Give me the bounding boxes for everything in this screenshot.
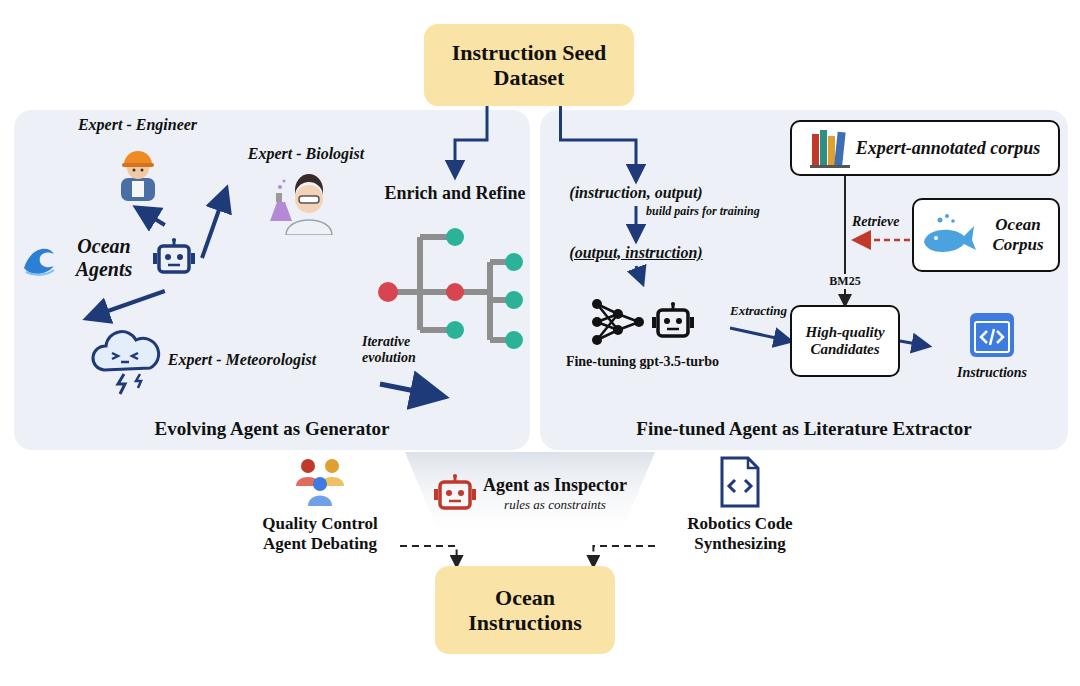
text-group: (instruction, output) bbox=[569, 184, 702, 202]
flow-arrow bbox=[593, 546, 655, 566]
biologist-expert: Expert - Biologist bbox=[226, 132, 386, 248]
icon bbox=[22, 238, 56, 278]
icon bbox=[270, 169, 342, 235]
evolution-arrow bbox=[380, 384, 440, 396]
edge-label: BM25 bbox=[827, 274, 862, 289]
edge-label: Extracting bbox=[730, 304, 787, 318]
debate-step: Quality Control Agent Debating bbox=[240, 450, 400, 559]
node-text: Instructions bbox=[957, 365, 1027, 381]
text-group: Quality Control Agent Debating bbox=[246, 514, 394, 553]
corpus-box: Ocean Corpus bbox=[912, 198, 1060, 272]
text-group: Expert - Biologist bbox=[248, 145, 364, 163]
pair-text: (output, instruction) bbox=[562, 240, 710, 266]
text-group: Enrich and Refine bbox=[384, 183, 525, 204]
text-group: Fine-tuned Agent as Literature Extractor bbox=[636, 418, 971, 440]
node-text: Expert - Meteorologist bbox=[168, 351, 316, 369]
retrieve-arrow bbox=[856, 239, 910, 242]
node-text: Quality Control Agent Debating bbox=[246, 514, 394, 553]
enrich-refine-title: Enrich and Refine bbox=[380, 176, 530, 210]
text-group: Instruction Seed Dataset bbox=[430, 40, 628, 91]
node-text: (output, instruction) bbox=[569, 244, 702, 262]
code-step: Robotics Code Synthesizing bbox=[655, 450, 825, 559]
icon bbox=[108, 140, 168, 202]
node-text: Expert-annotated corpus bbox=[856, 138, 1041, 159]
text-group: Ocean Corpus bbox=[984, 215, 1052, 254]
node-text: Enrich and Refine bbox=[384, 183, 525, 204]
node-text: (instruction, output) bbox=[569, 184, 702, 202]
tree-figure bbox=[378, 228, 523, 349]
generator-panel: Evolving Agent as GeneratorOcean AgentsE… bbox=[14, 110, 530, 450]
flow-arrow bbox=[635, 206, 638, 240]
node-text: Expert - Engineer bbox=[78, 116, 197, 134]
flow-arrow bbox=[88, 291, 165, 318]
node-text: Ocean Corpus bbox=[984, 215, 1052, 254]
node-text: Instruction Seed Dataset bbox=[430, 40, 628, 91]
note-label: Iterative evolution bbox=[362, 334, 442, 366]
corpus-box: Expert-annotated corpus bbox=[790, 120, 1060, 176]
extractor-panel: Fine-tuned Agent as Literature Extractor… bbox=[540, 110, 1068, 450]
icon bbox=[290, 456, 350, 508]
node-text: Fine-tuning gpt-3.5-turbo bbox=[566, 354, 719, 370]
text-group: Ocean Agents bbox=[62, 235, 146, 281]
node-text: Agent as Inspector bbox=[483, 475, 627, 496]
icon bbox=[152, 238, 196, 278]
icon bbox=[920, 212, 978, 258]
text-group: Expert - Engineer bbox=[78, 116, 197, 134]
text-group: High-quality Candidates bbox=[798, 324, 892, 359]
retrieve-label: Retrieve bbox=[852, 214, 912, 230]
icon bbox=[718, 456, 762, 508]
icon bbox=[591, 296, 695, 348]
pair-text: (instruction, output) bbox=[562, 180, 710, 206]
panel-ground bbox=[14, 110, 530, 450]
node-text: Fine-tuned Agent as Literature Extractor bbox=[636, 418, 971, 440]
text-group: (output, instruction) bbox=[569, 244, 702, 262]
flow-arrow bbox=[561, 106, 637, 180]
text-group: Robotics Code Synthesizing bbox=[661, 514, 819, 553]
node-text: Evolving Agent as Generator bbox=[155, 418, 390, 440]
node-text: Ocean Agents bbox=[62, 235, 146, 281]
flow-arrow bbox=[138, 208, 165, 225]
panel-ground bbox=[540, 110, 1068, 450]
edge-label: build pairs for training bbox=[646, 205, 760, 218]
node-text: Robotics Code Synthesizing bbox=[661, 514, 819, 553]
text-group: Fine-tuning gpt-3.5-turbo bbox=[566, 354, 719, 370]
icon bbox=[433, 474, 477, 514]
flow-arrow bbox=[730, 328, 790, 341]
fine-tuning-model: Fine-tuning gpt-3.5-turbo bbox=[555, 283, 730, 383]
seed-dataset-box: Instruction Seed Dataset bbox=[424, 24, 634, 106]
flow-arrow bbox=[202, 190, 226, 258]
node-text: High-quality Candidates bbox=[798, 324, 892, 359]
instructions-output: Instructions bbox=[928, 300, 1056, 392]
candidates-box: High-quality Candidates bbox=[790, 305, 900, 377]
node-text: rules as constraints bbox=[504, 498, 606, 513]
icon bbox=[968, 311, 1016, 359]
node-text: Ocean Instructions bbox=[441, 585, 609, 636]
text-group: Expert - Meteorologist bbox=[168, 351, 316, 369]
icon bbox=[810, 128, 850, 168]
text-group: Expert-annotated corpus bbox=[856, 138, 1041, 159]
text-group: Ocean Instructions bbox=[441, 585, 609, 636]
inspector-band: Agent as Inspector rules as constraints bbox=[405, 452, 655, 536]
icon bbox=[88, 324, 162, 396]
flow-arrow bbox=[636, 266, 643, 283]
flow-arrow bbox=[900, 341, 928, 346]
text-group: Instructions bbox=[957, 365, 1027, 381]
text-group: Evolving Agent as Generator bbox=[155, 418, 390, 440]
meteorologist-expert: Expert - Meteorologist bbox=[52, 318, 352, 402]
text-group: Agent as Inspector rules as constraints bbox=[483, 475, 627, 514]
flow-arrow bbox=[400, 546, 457, 566]
flow-arrow bbox=[455, 106, 487, 176]
engineer-expert: Expert - Engineer bbox=[55, 110, 220, 208]
node-text: Expert - Biologist bbox=[248, 145, 364, 163]
ocean-agents: Ocean Agents bbox=[16, 225, 202, 291]
ocean-instructions-box: Ocean Instructions bbox=[435, 566, 615, 654]
